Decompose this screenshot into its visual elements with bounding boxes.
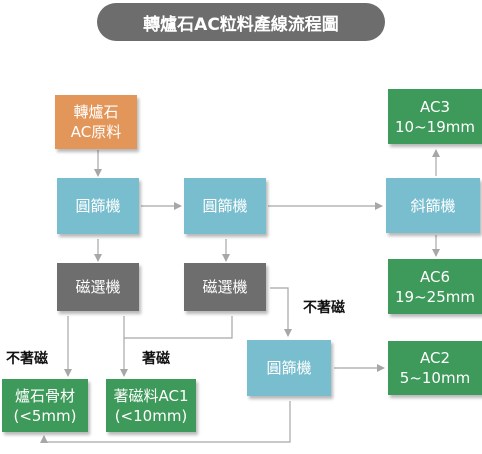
round-screen-1-label: 圓篩機 [75,197,121,215]
round-screen-3-label: 圓篩機 [266,359,312,377]
non-magnetic-label-right: 不著磁 [303,300,345,316]
ac2-size: 5~10mm [399,369,471,387]
magnetic-separator-1-node: 磁選機 [57,263,139,311]
round-screen-3-node: 圓篩機 [247,340,331,396]
ac3-product-node: AC3 10~19mm [388,89,482,144]
magnetic-separator-1-label: 磁選機 [75,278,121,296]
round-screen-1-node: 圓篩機 [57,178,139,234]
ac1-size: (<10mm) [114,406,188,425]
non-magnetic-label-left: 不著磁 [6,351,48,367]
raw-material-line1: 轉爐石 [73,103,119,121]
ac2-name: AC2 [419,349,450,367]
magnetic-separator-2-node: 磁選機 [184,263,266,311]
ac2-product-node: AC2 5~10mm [388,341,482,395]
raw-material-line2: AC原料 [70,123,122,141]
ac3-size: 10~19mm [395,117,475,136]
ac1-name: 著磁料AC1 [113,386,189,405]
ac6-product-node: AC6 19~25mm [388,259,482,314]
round-screen-2-label: 圓篩機 [202,197,248,215]
diagram-title: 轉爐石AC粒料產線流程圖 [97,3,385,41]
inclined-screen-label: 斜篩機 [410,196,456,215]
slag-aggregate-node: 爐石骨材 (<5mm) [2,379,88,432]
ac6-size: 19~25mm [395,287,475,306]
magnetic-separator-2-label: 磁選機 [202,278,248,296]
raw-material-node: 轉爐石 AC原料 [55,95,137,149]
ac3-name: AC3 [419,97,450,116]
magnetic-label: 著磁 [142,351,170,367]
inclined-screen-node: 斜篩機 [386,178,480,233]
ac6-name: AC6 [419,267,450,286]
arrow-screen3-to-slag [40,401,291,443]
round-screen-2-node: 圓篩機 [184,178,266,234]
slag-aggregate-size: (<5mm) [13,406,77,425]
slag-aggregate-name: 爐石骨材 [14,386,75,405]
line-mag2-magnetic [124,316,233,339]
ac1-product-node: 著磁料AC1 (<10mm) [106,379,196,432]
arrow-mag2-to-screen3 [270,287,292,337]
